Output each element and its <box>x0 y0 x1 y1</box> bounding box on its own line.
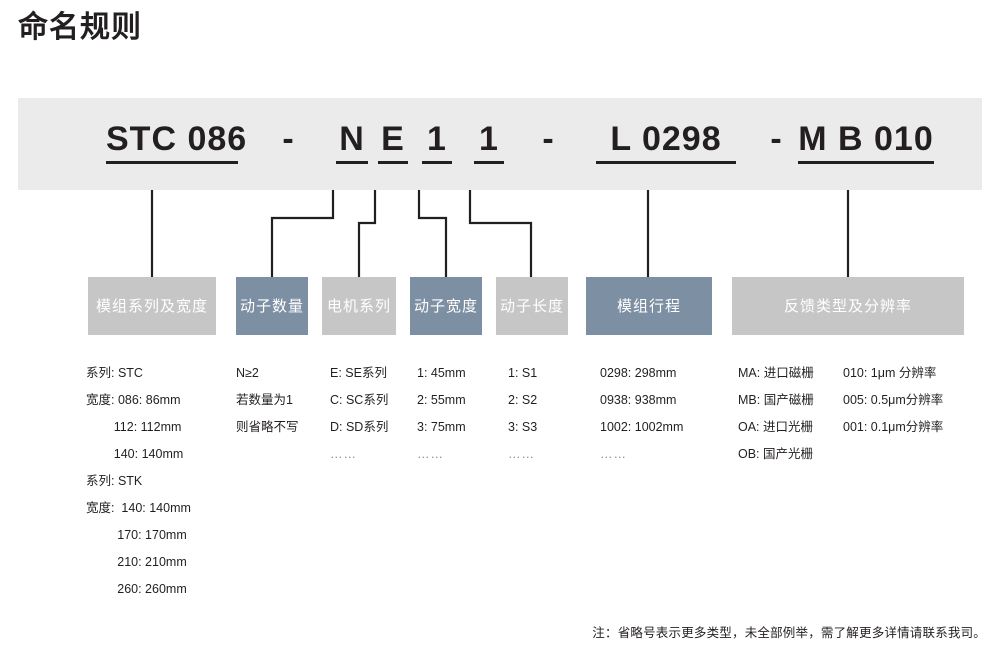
detail-line: 1: S1 <box>508 366 538 380</box>
detail-line: 001: 0.1μm分辨率 <box>843 420 944 434</box>
detail-list-resolution: 010: 1μm 分辨率 005: 0.5μm分辨率 001: 0.1μm分辨率 <box>843 360 943 441</box>
code-segment: 1 <box>422 120 452 164</box>
detail-line: 140: 140mm <box>86 447 184 461</box>
detail-line: …… <box>330 447 357 461</box>
detail-line: 2: S2 <box>508 393 538 407</box>
detail-list-module-series-width: 系列: STC 宽度: 086: 86mm 112: 112mm 140: 140… <box>86 360 191 603</box>
code-segment: STC 086 <box>106 120 246 164</box>
detail-line: C: SC系列 <box>330 393 389 407</box>
detail-line: 宽度: 140: 140mm <box>86 501 191 515</box>
category-box-line: 长度 <box>532 297 565 315</box>
detail-line: 1002: 1002mm <box>600 420 684 434</box>
category-box-feedback-type-resolution: 反馈类型及分辨率 <box>732 277 964 335</box>
category-box-mover-width: 动子宽度 <box>410 277 482 335</box>
detail-line: 210: 210mm <box>86 555 187 569</box>
detail-line: OB: 国产光栅 <box>738 447 814 461</box>
footnote: 注：省略号表示更多类型，未全部例举，需了解更多详情请联系我司。 <box>592 626 986 640</box>
detail-list-mover-length: 1: S1 2: S2 3: S3 …… <box>508 360 537 468</box>
detail-line: 3: 75mm <box>417 420 466 434</box>
detail-line: 0938: 938mm <box>600 393 677 407</box>
detail-line: 3: S3 <box>508 420 538 434</box>
category-box-motor-series: 电机系列 <box>322 277 396 335</box>
category-box-line: 动子 <box>239 297 272 315</box>
detail-line: 若数量为1 <box>236 393 293 407</box>
detail-line: 系列: STC <box>86 366 143 380</box>
detail-line: 112: 112mm <box>86 420 182 434</box>
code-segment: L 0298 <box>596 120 736 164</box>
code-segment: N <box>336 120 368 164</box>
category-box-line: 电机 <box>326 297 359 315</box>
connector-mover-length <box>468 190 533 277</box>
detail-line: 1: 45mm <box>417 366 466 380</box>
detail-line: MA: 进口磁栅 <box>738 366 814 380</box>
category-box-line: 反馈类型及分辨率 <box>783 297 912 315</box>
code-separator: - <box>282 120 294 158</box>
detail-line: OA: 进口光栅 <box>738 420 814 434</box>
code-segment: E <box>378 120 408 164</box>
detail-line: 010: 1μm 分辨率 <box>843 366 937 380</box>
page-title: 命名规则 <box>18 11 142 44</box>
detail-list-motor-series: E: SE系列 C: SC系列 D: SD系列 …… <box>330 360 388 468</box>
detail-line: 宽度: 086: 86mm <box>86 393 181 407</box>
connector-mover-count <box>270 190 335 277</box>
detail-line: E: SE系列 <box>330 366 387 380</box>
detail-list-mover-count: N≥2 若数量为1 则省略不写 <box>236 360 299 441</box>
category-box-line: 及宽度 <box>160 297 209 315</box>
category-box-line: 动子 <box>499 297 532 315</box>
detail-line: 系列: STK <box>86 474 143 488</box>
detail-line: …… <box>417 447 444 461</box>
category-box-line: 动子 <box>413 297 446 315</box>
detail-line: 则省略不写 <box>236 420 299 434</box>
detail-list-mover-width: 1: 45mm 2: 55mm 3: 75mm …… <box>417 360 466 468</box>
detail-line: N≥2 <box>236 366 259 380</box>
category-box-line: 模组系列 <box>95 297 160 315</box>
detail-line: …… <box>600 447 627 461</box>
detail-line: 260: 260mm <box>86 582 187 596</box>
detail-line: 170: 170mm <box>86 528 187 542</box>
category-box-mover-length: 动子长度 <box>496 277 568 335</box>
category-box-module-stroke: 模组行程 <box>586 277 712 335</box>
code-segment: M B 010 <box>798 120 934 164</box>
detail-line: …… <box>508 447 535 461</box>
detail-line: 005: 0.5μm分辨率 <box>843 393 944 407</box>
detail-line: 0298: 298mm <box>600 366 677 380</box>
category-box-line: 系列 <box>359 297 392 315</box>
connector-motor-series <box>357 190 377 277</box>
detail-line: 2: 55mm <box>417 393 466 407</box>
code-separator: - <box>770 120 782 158</box>
category-box-module-series-width: 模组系列及宽度 <box>88 277 216 335</box>
detail-line: MB: 国产磁栅 <box>738 393 814 407</box>
code-separator: - <box>542 120 554 158</box>
category-box-line: 模组行程 <box>616 297 681 315</box>
detail-list-module-stroke: 0298: 298mm 0938: 938mm 1002: 1002mm …… <box>600 360 683 468</box>
connector-mover-width <box>417 190 448 277</box>
detail-line: D: SD系列 <box>330 420 389 434</box>
detail-list-feedback-type: MA: 进口磁栅 MB: 国产磁栅 OA: 进口光栅 OB: 国产光栅 <box>738 360 814 468</box>
category-box-line: 数量 <box>272 297 305 315</box>
code-segment: 1 <box>474 120 504 164</box>
category-box-mover-count: 动子数量 <box>236 277 308 335</box>
category-box-line: 宽度 <box>446 297 479 315</box>
